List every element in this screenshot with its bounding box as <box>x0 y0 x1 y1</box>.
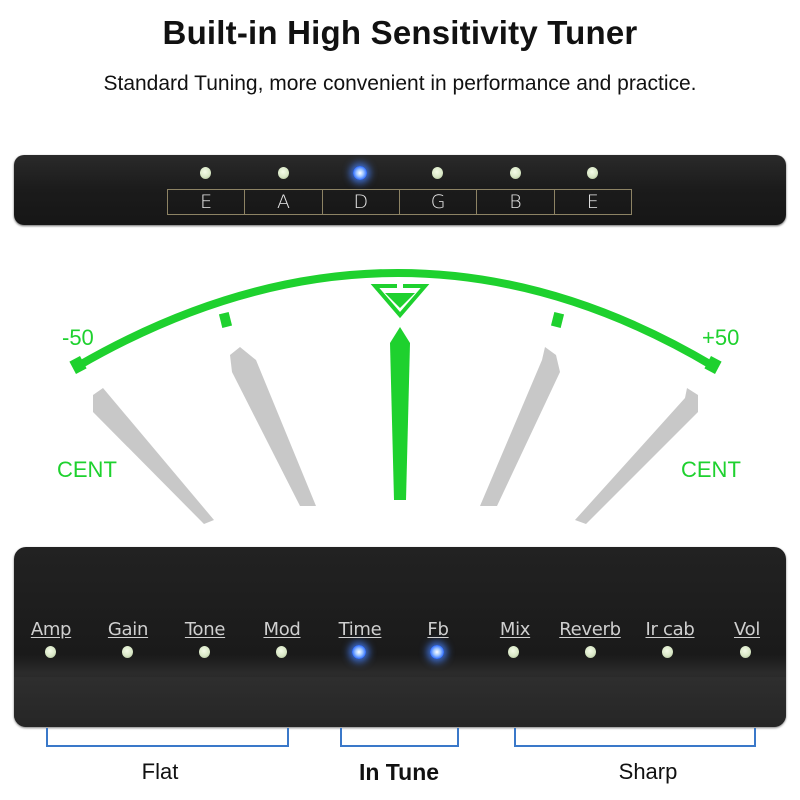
note-cell: E <box>586 191 599 213</box>
led-string-b <box>510 167 521 179</box>
page-subtitle: Standard Tuning, more convenient in perf… <box>103 72 697 95</box>
note-cell: E <box>168 190 246 214</box>
unit-label-right: CENT <box>681 457 741 482</box>
knob-label-mod: Mod <box>263 619 301 640</box>
led-amp <box>45 646 56 658</box>
gauge-graphic <box>69 269 722 524</box>
legend-in-tune: In Tune <box>358 759 440 785</box>
bracket-sharp <box>514 728 756 747</box>
tick-plus-50 <box>704 356 722 374</box>
string-selector-strip <box>14 155 786 225</box>
legend-sharp: Sharp <box>618 759 678 784</box>
led-gain <box>122 646 133 658</box>
note-cell: G <box>400 190 478 214</box>
needle-plus-25 <box>480 347 560 506</box>
led-string-e-low <box>200 167 211 179</box>
led-tone <box>199 646 210 658</box>
knob-label-gain: Gain <box>107 619 149 640</box>
note-cell-active: D <box>323 190 400 214</box>
note-cell: B <box>477 190 555 214</box>
knob-label-time: Time <box>338 619 382 640</box>
needle-minus-50 <box>93 388 214 524</box>
tick-minus-25 <box>218 311 233 328</box>
needle-minus-25 <box>230 347 316 506</box>
led-time-active <box>352 645 366 659</box>
led-vol <box>740 646 751 658</box>
knob-label-tone: Tone <box>184 619 226 640</box>
needle-center-active <box>390 327 410 500</box>
tick-plus-25 <box>550 311 565 328</box>
knob-label-ircab: Ir cab <box>645 619 695 640</box>
led-ircab <box>662 646 673 658</box>
led-reverb <box>585 646 596 658</box>
cent-gauge: -50 +50 CENT CENT <box>0 260 800 540</box>
led-mod <box>276 646 287 658</box>
knob-label-amp: Amp <box>30 619 72 640</box>
led-string-d-active <box>353 166 367 180</box>
page-title: Built-in High Sensitivity Tuner <box>162 14 638 51</box>
range-label-max: +50 <box>702 325 740 350</box>
led-string-a <box>278 167 289 179</box>
gauge-arc <box>76 269 716 370</box>
unit-label-left: CENT <box>57 457 117 482</box>
string-note-row: E A D G B E <box>167 189 632 215</box>
bracket-in-tune <box>340 728 459 747</box>
led-fb-active <box>430 645 444 659</box>
note-cell: A <box>245 190 323 214</box>
range-label-min: -50 <box>62 325 94 350</box>
led-mix <box>508 646 519 658</box>
panel-front-band <box>14 677 786 727</box>
tick-minus-50 <box>69 356 87 374</box>
knob-label-reverb: Reverb <box>559 619 621 640</box>
knob-label-vol: Vol <box>733 619 761 640</box>
knob-label-fb: Fb <box>427 619 449 640</box>
needle-plus-50 <box>575 388 698 524</box>
bracket-flat <box>46 728 289 747</box>
control-panel <box>14 547 786 727</box>
knob-label-mix: Mix <box>499 619 531 640</box>
led-string-e-high <box>587 167 598 179</box>
led-string-g <box>432 167 443 179</box>
legend-flat: Flat <box>141 759 179 784</box>
